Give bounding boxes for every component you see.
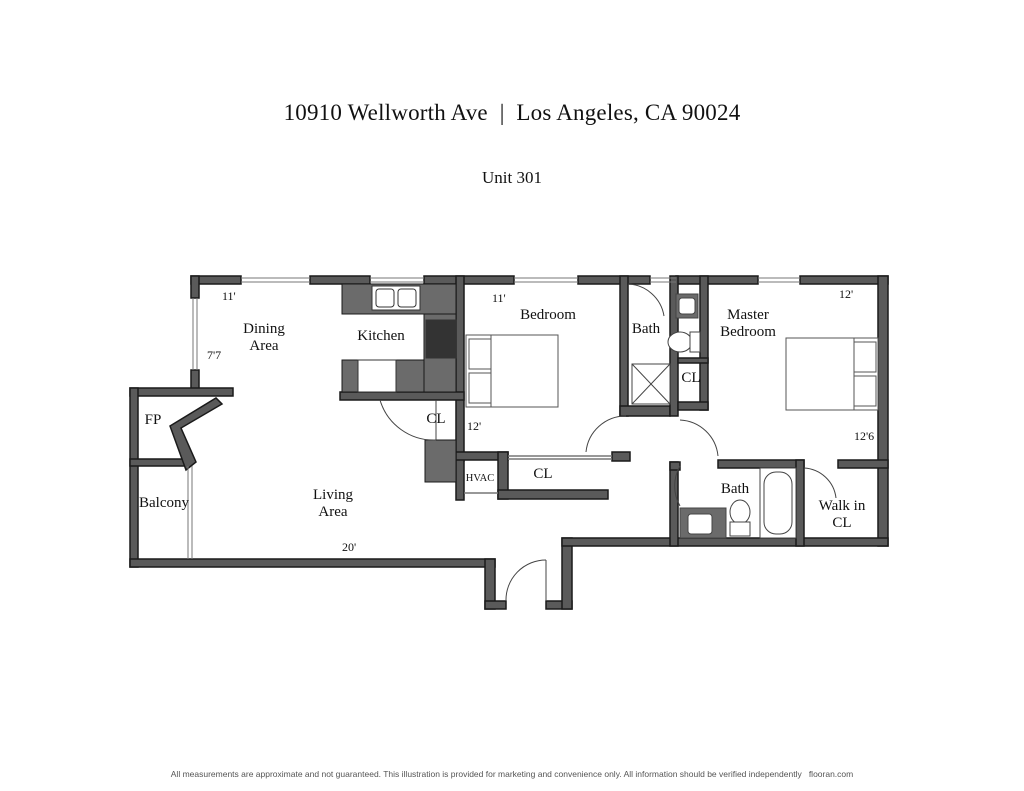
bedroom-label: Bedroom — [520, 307, 576, 323]
plan-title: 10910 Wellworth Ave | Los Angeles, CA 90… — [283, 100, 741, 125]
dining-area-label: Dining — [243, 321, 285, 337]
brand-text: flooran.com — [808, 769, 854, 779]
fireplace — [169, 397, 224, 472]
living-area-label-2: Area — [318, 504, 347, 520]
unit-label: Unit 301 — [482, 168, 542, 187]
fireplace-label: FP — [145, 412, 162, 428]
kitchen-label: Kitchen — [357, 328, 405, 344]
bath-closet-label: CL — [681, 370, 700, 386]
closet-sliders — [464, 455, 612, 494]
kitchen-appliances — [357, 285, 457, 393]
bath-bottom-label: Bath — [721, 481, 750, 497]
living-area-label: Living — [313, 487, 353, 503]
dining-width-dim: 11' — [222, 289, 236, 303]
master-bed — [785, 337, 879, 411]
windows — [187, 277, 800, 559]
bath-top-label: Bath — [632, 321, 661, 337]
master-bedroom-label: Master — [727, 307, 769, 323]
master-bedroom-label-2: Bedroom — [720, 324, 776, 340]
walk-in-closet-label: Walk in — [819, 498, 866, 514]
kitchen-closet-label: CL — [426, 411, 445, 427]
walk-in-closet-label-2: CL — [832, 515, 851, 531]
bedroom-height-dim: 12' — [467, 419, 481, 433]
bedroom-width-dim: 11' — [492, 291, 506, 305]
balcony-label: Balcony — [139, 495, 189, 511]
living-width-dim: 20' — [342, 540, 356, 554]
bedroom-bed — [465, 334, 559, 408]
disclaimer-text: All measurements are approximate and not… — [170, 769, 802, 779]
bath-fixtures — [631, 293, 797, 539]
dining-height-dim: 7'7 — [207, 348, 221, 362]
doors — [379, 283, 837, 602]
master-height-dim: 12'6 — [854, 429, 874, 443]
hvac-label: HVAC — [466, 473, 494, 484]
dining-area-label-2: Area — [249, 338, 278, 354]
bedroom-closet-label: CL — [533, 466, 552, 482]
footer-disclaimer: All measurements are approximate and not… — [0, 769, 1024, 779]
master-width-dim: 12' — [839, 287, 853, 301]
